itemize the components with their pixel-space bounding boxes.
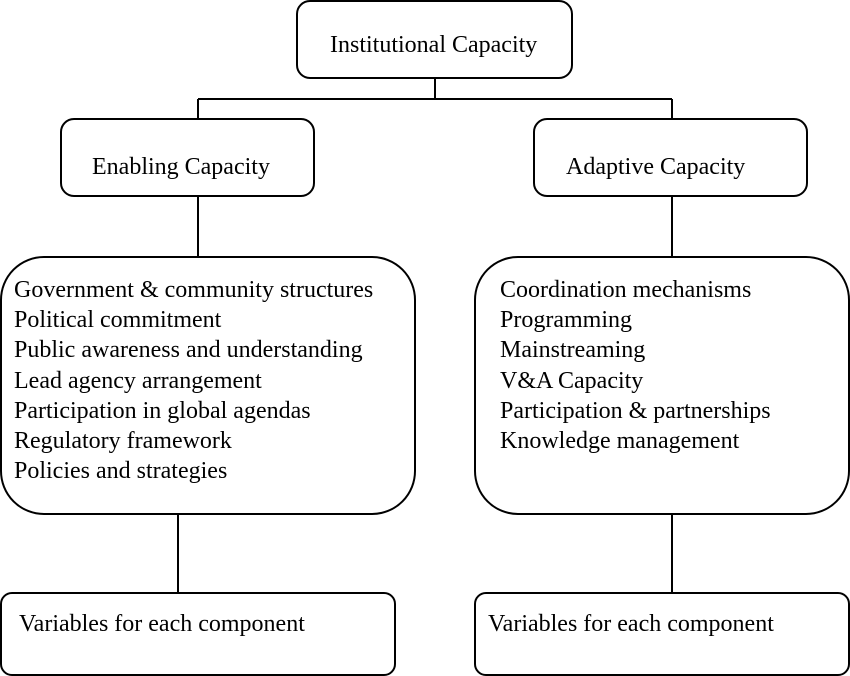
root-label: Institutional Capacity (330, 32, 538, 58)
list-item: Regulatory framework (14, 428, 232, 455)
list-item: Lead agency arrangement (14, 367, 262, 394)
list-item: V&A Capacity (500, 367, 644, 394)
enabling-components-list: Government & community structures Politi… (14, 275, 373, 486)
root-node: Institutional Capacity (296, 0, 573, 79)
adaptive-capacity-node: Adaptive Capacity (533, 118, 808, 197)
adaptive-components-list: Coordination mechanisms Programming Main… (500, 275, 771, 456)
list-item: Participation in global agendas (14, 397, 311, 424)
list-item: Public awareness and understanding (14, 337, 363, 364)
list-item: Policies and strategies (14, 458, 228, 485)
adaptive-components-box: Coordination mechanisms Programming Main… (474, 256, 850, 515)
enabling-capacity-node: Enabling Capacity (60, 118, 315, 197)
enabling-variables-label: Variables for each component (19, 611, 305, 637)
list-item: Participation & partnerships (500, 397, 771, 424)
enabling-variables-box: Variables for each component (0, 592, 396, 676)
list-item: Coordination mechanisms (500, 277, 752, 303)
enabling-components-box: Government & community structures Politi… (0, 256, 416, 515)
enabling-capacity-label: Enabling Capacity (92, 154, 270, 180)
list-item: Government & community structures (14, 277, 374, 303)
list-item: Programming (500, 307, 632, 334)
adaptive-variables-box: Variables for each component (474, 592, 850, 676)
adaptive-capacity-label: Adaptive Capacity (566, 154, 746, 180)
list-item: Knowledge management (500, 428, 740, 455)
list-item: Political commitment (14, 307, 222, 334)
list-item: Mainstreaming (500, 337, 646, 364)
adaptive-variables-label: Variables for each component (488, 611, 774, 637)
